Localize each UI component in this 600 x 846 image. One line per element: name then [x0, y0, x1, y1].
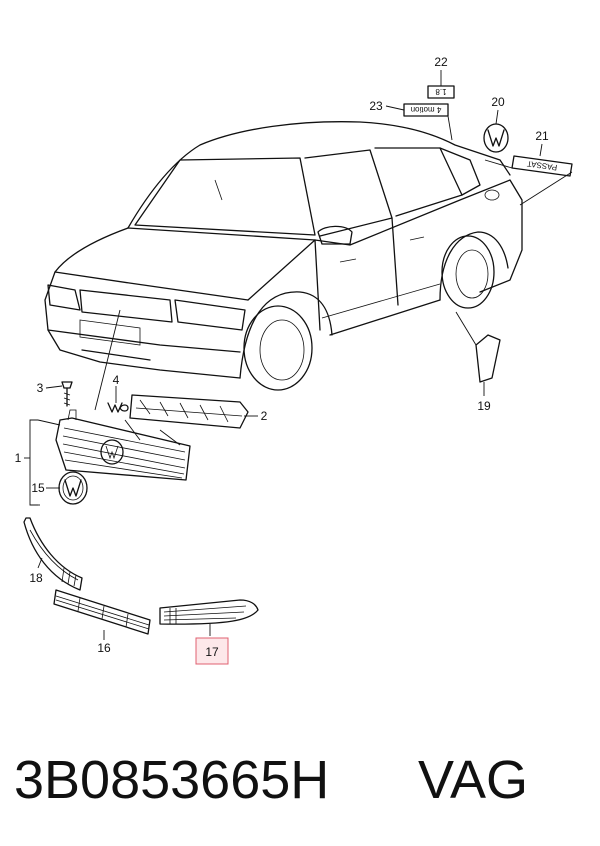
model-badge-text: PASSAT [526, 159, 557, 172]
callout-labels: 22 23 20 21 19 3 4 2 1 15 18 16 17 [15, 55, 549, 665]
callout-16: 16 [97, 641, 111, 655]
callout-23: 23 [369, 99, 383, 113]
center-bumper-grille [53, 589, 151, 635]
callout-17: 17 [205, 645, 219, 659]
screw [61, 381, 73, 407]
highlight-box-17 [195, 637, 229, 665]
callout-22: 22 [434, 55, 448, 69]
part-number: 3B0853665H [14, 750, 330, 810]
rear-vw-emblem [483, 123, 509, 153]
callout-18: 18 [29, 571, 43, 585]
radiator-grille [55, 409, 191, 481]
callout-20: 20 [491, 95, 505, 109]
engine-badge-text: 1.8 [435, 87, 447, 96]
brand-name: VAG [418, 750, 529, 810]
car-illustration [44, 121, 523, 391]
left-bumper-grille [23, 517, 83, 591]
grille-bracket [129, 394, 249, 429]
callout-19: 19 [477, 399, 491, 413]
model-badge: PASSAT [511, 155, 573, 177]
motion-badge-text: 4 motion [411, 105, 442, 114]
callout-3: 3 [37, 381, 44, 395]
side-molding-strip [475, 334, 501, 383]
callout-2: 2 [261, 409, 268, 423]
motion-badge: 4 motion [403, 103, 449, 117]
callout-4: 4 [113, 373, 120, 387]
leader-lines [24, 70, 573, 640]
grille-badge [107, 402, 129, 413]
front-vw-emblem [58, 471, 88, 505]
callout-15: 15 [31, 481, 45, 495]
callout-1: 1 [15, 451, 22, 465]
exploded-parts-diagram: 1.8 4 motion PASSAT [15, 55, 573, 665]
footer: 3B0853665H VAG [14, 735, 594, 825]
right-bumper-grille [159, 599, 259, 625]
engine-badge: 1.8 [427, 85, 455, 99]
callout-21: 21 [535, 129, 549, 143]
